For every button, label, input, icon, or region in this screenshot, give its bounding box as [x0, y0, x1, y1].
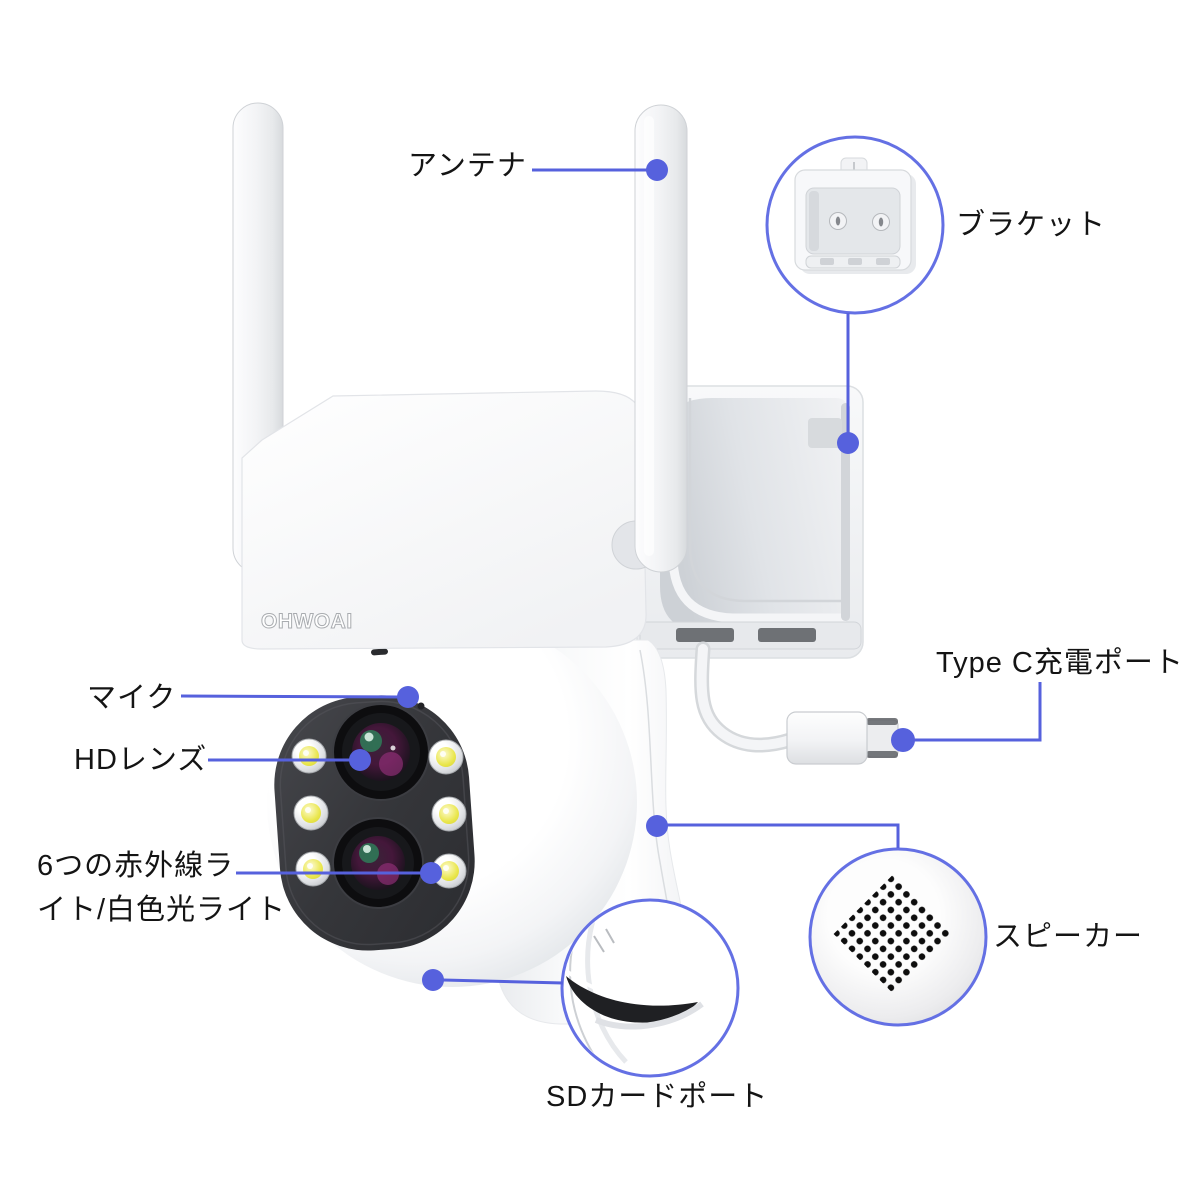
- mount-plate-groove: [841, 403, 850, 621]
- label-microphone: マイク: [87, 682, 177, 714]
- hd-lens-callout-dot: [349, 749, 371, 771]
- led: [431, 796, 467, 832]
- speaker-callout-line: [666, 823, 900, 848]
- label-speaker: スピーカー: [993, 921, 1144, 953]
- label-bracket: ブラケット: [956, 209, 1107, 241]
- ir-lights-callout-dot: [420, 862, 442, 884]
- label-ir-line2: イト/白色光ライト: [37, 894, 287, 926]
- speaker-holes: [833, 874, 953, 994]
- label-type-c-port: Type C充電ポート: [936, 647, 1184, 679]
- sd-callout-line: [442, 978, 564, 985]
- mic-hole: [417, 702, 425, 710]
- mount-plate-bottom: [639, 621, 862, 650]
- speaker-inset: [808, 847, 988, 1027]
- led: [428, 739, 464, 775]
- bracket-inset: [765, 135, 945, 315]
- mount-plate-recess: [660, 398, 848, 632]
- mount-plate: [636, 385, 864, 659]
- bracket-callout-dot: [837, 432, 859, 454]
- led: [293, 795, 329, 831]
- speaker-callout-dot: [646, 815, 668, 837]
- led: [295, 851, 331, 887]
- head-top-notch: [371, 648, 388, 656]
- usb-cable: [694, 641, 798, 753]
- led: [291, 738, 327, 774]
- type-c-callout-line: [913, 682, 1042, 742]
- type-c-barrel: [786, 711, 868, 765]
- label-ir-white-lights: 6つの赤外線ラ イト/白色光ライト: [37, 844, 286, 932]
- lens-bottom: [332, 817, 424, 909]
- bracket-drawing: [794, 157, 916, 274]
- callout-dots: [349, 159, 915, 991]
- mic-callout-dot: [397, 686, 419, 708]
- label-sd-card-port: SDカードポート: [546, 1081, 769, 1113]
- led: [431, 853, 467, 889]
- type-c-connector: [786, 711, 899, 765]
- ir-white-leds: [291, 738, 467, 889]
- label-hd-lens: HDレンズ: [74, 744, 208, 776]
- antenna-right: [611, 104, 688, 573]
- mic-callout-line: [180, 694, 400, 699]
- type-c-callout-dot: [891, 728, 915, 752]
- sd-card-slot: [566, 976, 698, 1023]
- sd-callout-dot: [422, 969, 444, 991]
- brand-logo: OHWOAI: [261, 610, 353, 633]
- label-ir-line1: 6つの赤外線ラ: [37, 850, 235, 882]
- label-antenna: アンテナ: [408, 150, 527, 182]
- antenna-callout-dot: [646, 159, 668, 181]
- sd-slot-inset: [560, 898, 740, 1078]
- callout-lines: [180, 168, 1042, 985]
- camera-body: OHWOAI: [241, 390, 647, 650]
- lens-top: [332, 703, 430, 801]
